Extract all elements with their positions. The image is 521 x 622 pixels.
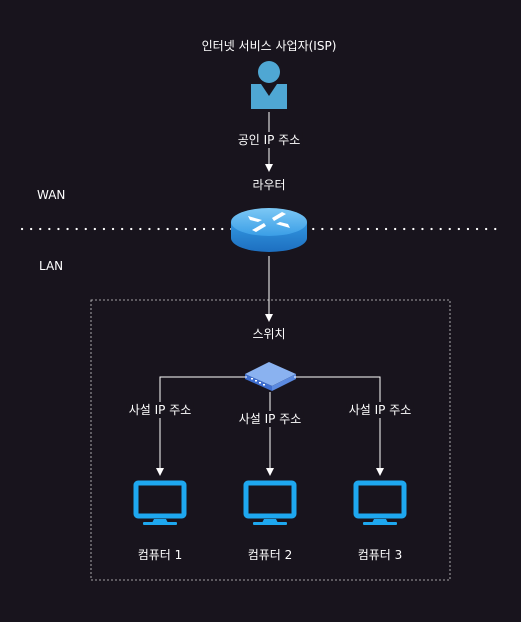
switch-left-line xyxy=(156,376,247,476)
computer-label: 컴퓨터 1 xyxy=(137,548,183,562)
lan-zone-label: LAN xyxy=(39,259,64,273)
monitor-icon xyxy=(243,480,297,525)
person-icon xyxy=(251,61,287,109)
monitor-icon xyxy=(353,480,407,525)
router-label: 라우터 xyxy=(252,178,286,192)
monitor-icon xyxy=(133,480,187,525)
switch-label: 스위치 xyxy=(252,327,286,341)
wan-zone-label: WAN xyxy=(37,188,66,202)
computer-label: 컴퓨터 2 xyxy=(247,548,293,562)
wan-link-label: 공인 IP 주소 xyxy=(235,132,303,148)
lan-link-label: 사설 IP 주소 xyxy=(346,402,414,418)
isp-label: 인터넷 서비스 사업자(ISP) xyxy=(201,39,337,53)
switch-icon xyxy=(245,362,296,391)
lan-boundary xyxy=(90,299,451,581)
lan-link-label: 사설 IP 주소 xyxy=(236,411,304,427)
computer-label: 컴퓨터 3 xyxy=(357,548,403,562)
lan-link-label: 사설 IP 주소 xyxy=(126,402,194,418)
router-icon xyxy=(231,208,307,252)
switch-right-line xyxy=(294,376,384,476)
